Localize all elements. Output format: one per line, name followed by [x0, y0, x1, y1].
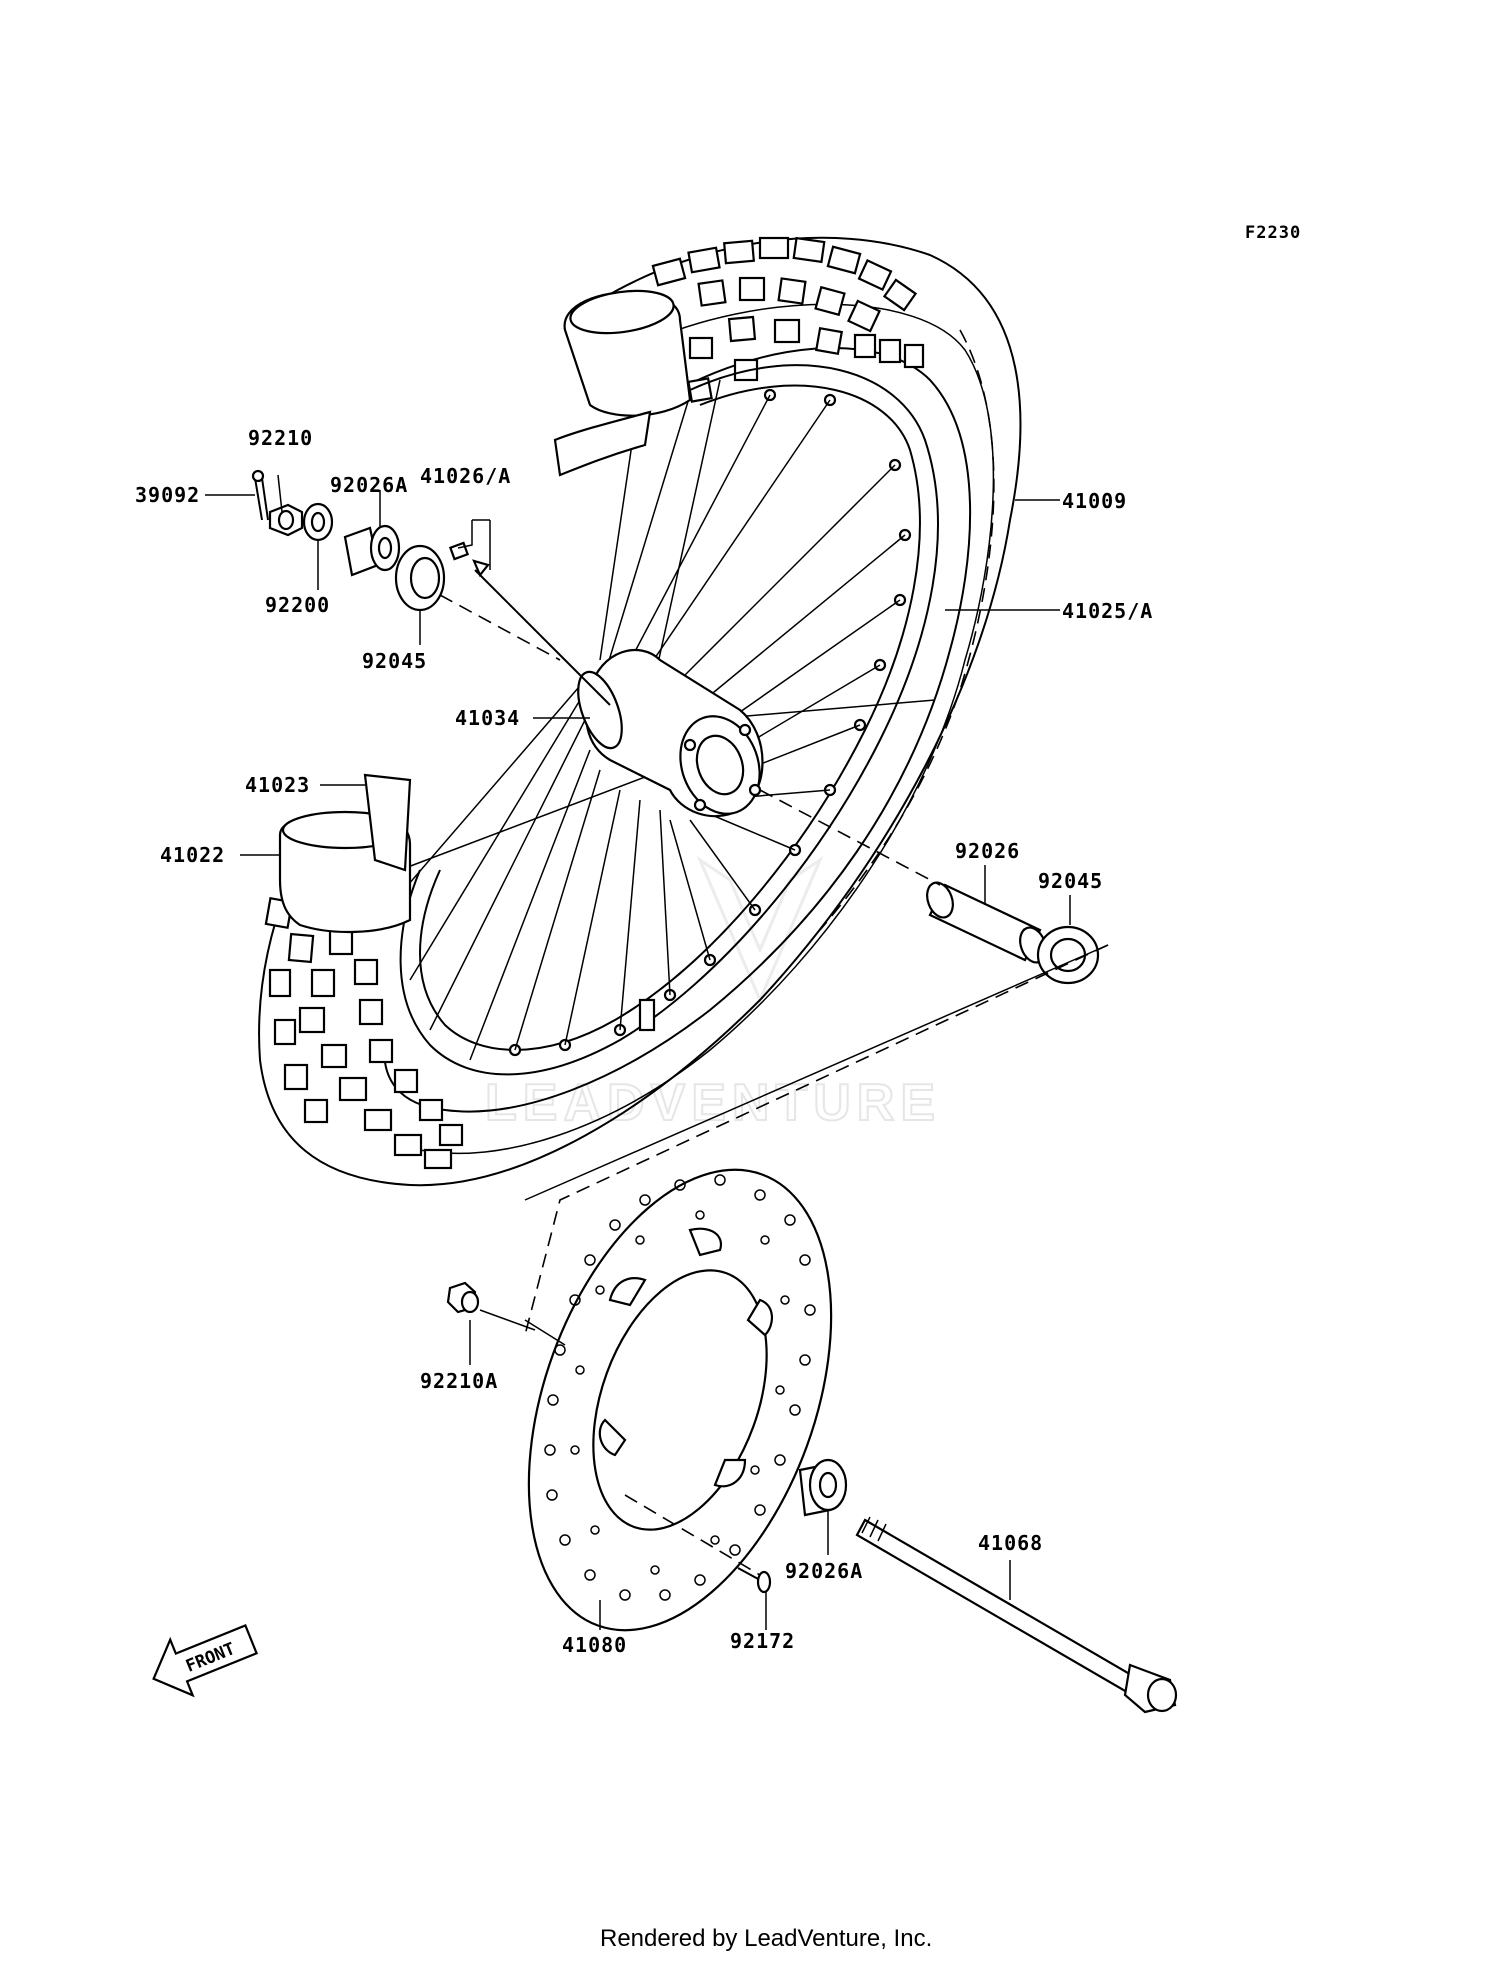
front-direction-marker: FRONT	[152, 1624, 259, 1698]
bearing-92045-left[interactable]	[394, 544, 446, 612]
label-92172[interactable]: 92172	[730, 1629, 795, 1653]
assembly-lines	[439, 594, 1109, 1576]
label-41068[interactable]: 41068	[978, 1531, 1043, 1555]
label-92026A[interactable]: 92026A	[330, 473, 408, 497]
label-39092[interactable]: 39092	[135, 483, 200, 507]
tire-tread-bottom	[264, 897, 464, 1170]
label-41026-A[interactable]: 41026/A	[420, 464, 511, 488]
label-92026A-right[interactable]: 92026A	[785, 1559, 863, 1583]
part-labels: 92210 39092 92026A 41026/A 92200 92045 4…	[135, 426, 1153, 1657]
rim-band-41023[interactable]	[363, 410, 652, 872]
cotter-pin-39092[interactable]	[251, 469, 269, 521]
tire-tread-top	[651, 236, 925, 403]
axle-41068[interactable]	[855, 1516, 1178, 1714]
brake-disc-41080[interactable]	[471, 1128, 889, 1671]
label-41025-A[interactable]: 41025/A	[1062, 599, 1153, 623]
label-41023[interactable]: 41023	[245, 773, 310, 797]
washer-92200[interactable]	[302, 502, 334, 542]
label-92210[interactable]: 92210	[248, 426, 313, 450]
label-92200[interactable]: 92200	[265, 593, 330, 617]
label-41009[interactable]: 41009	[1062, 489, 1127, 513]
label-92045-right[interactable]: 92045	[1038, 869, 1103, 893]
hub-41034[interactable]	[569, 648, 772, 825]
spoke-41026[interactable]	[448, 541, 611, 706]
valve-stem	[638, 998, 656, 1032]
label-92026[interactable]: 92026	[955, 839, 1020, 863]
spacer-92026[interactable]	[923, 879, 1051, 966]
watermark-logo	[696, 855, 824, 1004]
collar-92026A[interactable]	[343, 524, 401, 577]
tube-41022-cutaway[interactable]	[278, 285, 692, 934]
disc-holes	[544, 1174, 816, 1601]
bearing-92045-right[interactable]	[1036, 925, 1100, 985]
tire-41009[interactable]	[258, 236, 1022, 1187]
collar-92026A-right[interactable]	[798, 1458, 848, 1517]
leader-lines	[205, 474, 1071, 1630]
nut-92210A[interactable]	[446, 1281, 480, 1314]
nut-92210[interactable]	[268, 503, 304, 537]
label-92210A[interactable]: 92210A	[420, 1369, 498, 1393]
label-41080[interactable]: 41080	[562, 1633, 627, 1657]
diagram-code: F2230	[1245, 223, 1301, 243]
watermark-text: LEADVENTURE	[485, 1074, 941, 1132]
label-41022[interactable]: 41022	[160, 843, 225, 867]
bolt-92172[interactable]	[737, 1567, 772, 1594]
label-41034[interactable]: 41034	[455, 706, 520, 730]
label-92045-left[interactable]: 92045	[362, 649, 427, 673]
footer-credit: Rendered by LeadVenture, Inc.	[600, 1925, 932, 1952]
